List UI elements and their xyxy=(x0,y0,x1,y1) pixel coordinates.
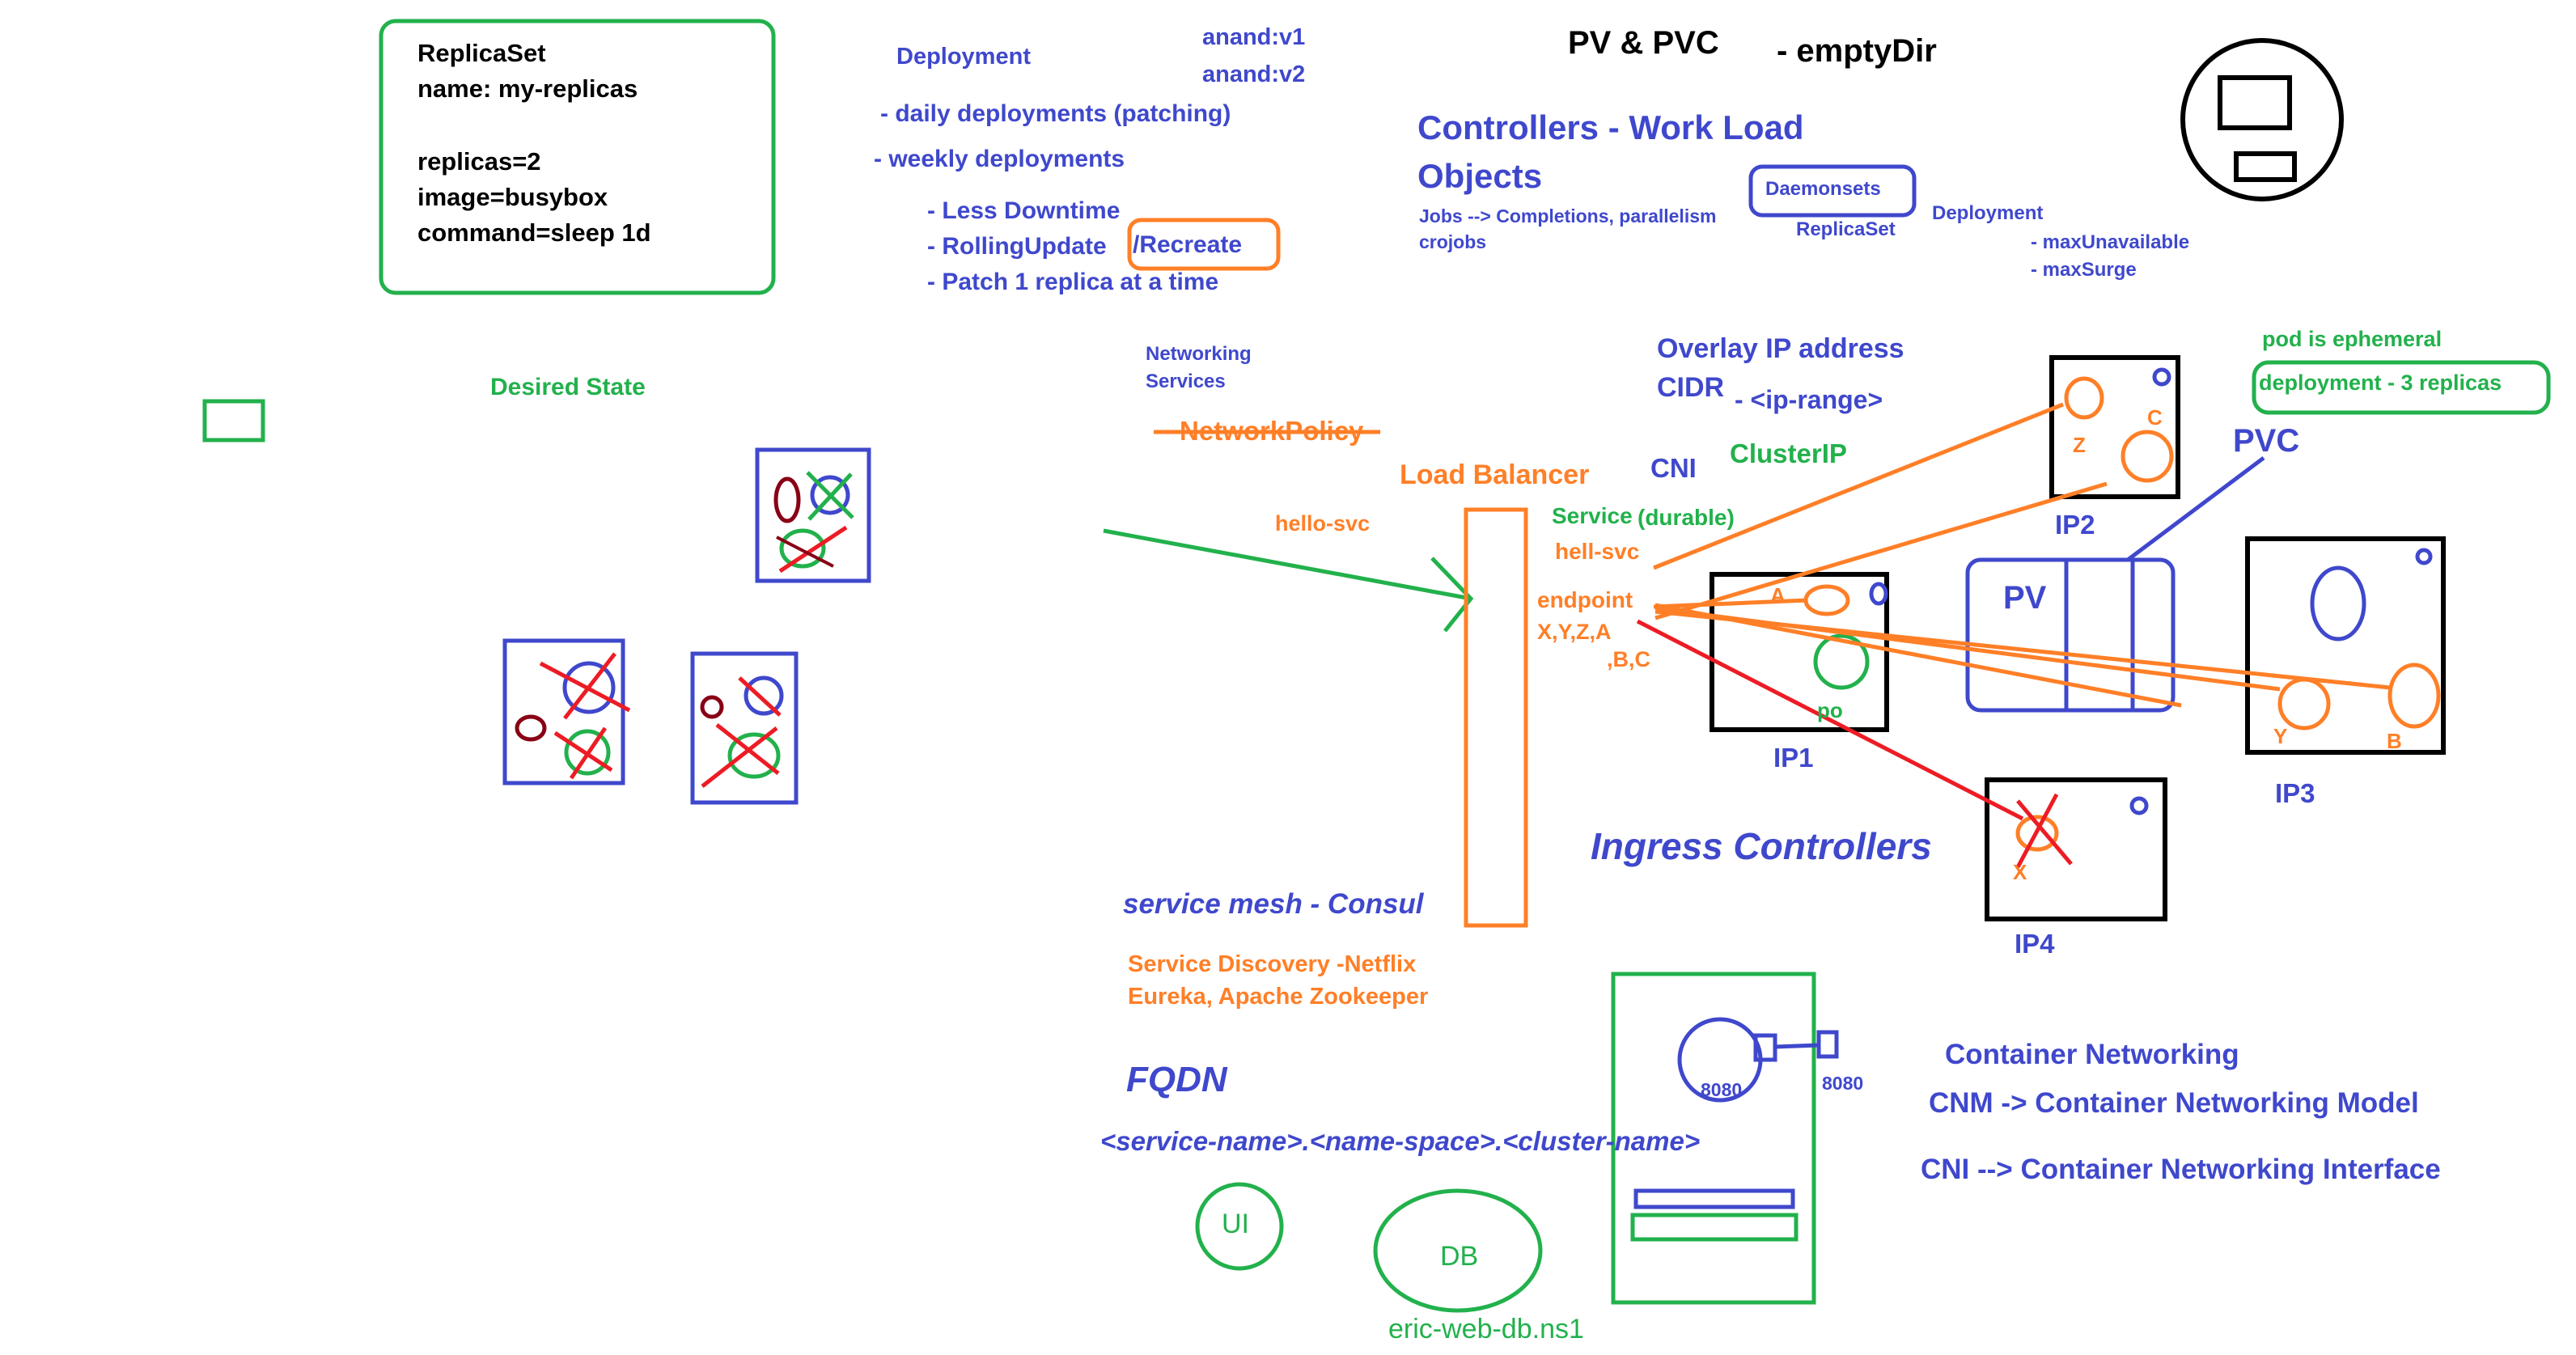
fqdn-format: <service-name>.<name-space>.<cluster-nam… xyxy=(1100,1126,1701,1156)
jobs-note: Jobs --> Completions, parallelism xyxy=(1419,205,1717,227)
pod-x-label: X xyxy=(2013,860,2027,884)
ingress-controllers-label: Ingress Controllers xyxy=(1591,825,1932,867)
image-tag-v1: anand:v1 xyxy=(1202,24,1306,50)
controllers-title-line2: Objects xyxy=(1417,157,1543,195)
pod-y-label: Y xyxy=(2273,724,2288,748)
computer-icon xyxy=(2180,38,2344,201)
ip3-label: IP3 xyxy=(2275,778,2315,808)
replicaset-controller-label: ReplicaSet xyxy=(1796,218,1896,240)
ui-service-circle xyxy=(1195,1182,1284,1271)
deployment-controller-label: Deployment xyxy=(1932,202,2044,224)
image-tag-v2: anand:v2 xyxy=(1202,61,1306,87)
cni-definition: CNI --> Container Networking Interface xyxy=(1921,1154,2441,1185)
ip4-label: IP4 xyxy=(2015,929,2055,959)
host-port-label: 8080 xyxy=(1822,1073,1864,1094)
patch-one-replica: - Patch 1 replica at a time xyxy=(927,269,1219,295)
hell-svc-label: hell-svc xyxy=(1555,539,1640,564)
pod-b-label: B xyxy=(2387,729,2402,753)
weekly-deployments: - weekly deployments xyxy=(874,146,1125,172)
daily-deployments: - daily deployments (patching) xyxy=(880,100,1231,127)
load-balancer-label: Load Balancer xyxy=(1400,459,1590,490)
service-label: Service xyxy=(1552,503,1633,528)
service-discovery-line2: Eureka, Apache Zookeeper xyxy=(1128,984,1429,1010)
replicaset-box xyxy=(379,19,776,295)
cnm-definition: CNM -> Container Networking Model xyxy=(1929,1087,2419,1119)
dead-endpoint-connector xyxy=(1636,619,2024,821)
ip2-label: IP2 xyxy=(2055,510,2095,540)
pod-box-bottom-right xyxy=(690,651,799,805)
service-discovery-line1: Service Discovery -Netflix xyxy=(1128,951,1417,977)
node-ip3-box xyxy=(2245,536,2446,755)
pod-a-label: A xyxy=(1770,583,1786,608)
cronjobs-note: crojobs xyxy=(1419,231,1487,252)
rolling-update: - RollingUpdate xyxy=(927,233,1107,260)
pv-pvc-title: PV & PVC xyxy=(1568,25,1719,61)
cidr-label: CIDR xyxy=(1657,372,1725,403)
pod-c-label: C xyxy=(2147,405,2163,430)
container-port-label: 8080 xyxy=(1701,1079,1743,1100)
pod-ephemeral-label: pod is ephemeral xyxy=(2262,327,2443,351)
container-host-box xyxy=(1611,972,1839,1305)
fqdn-title: FQDN xyxy=(1126,1060,1227,1099)
db-service-ellipse xyxy=(1373,1188,1543,1313)
arrow-to-load-balancer xyxy=(1103,528,1472,601)
hello-svc-label: hello-svc xyxy=(1275,511,1371,536)
service-durable-label: (durable) xyxy=(1638,505,1735,530)
network-policy-label: NetworkPolicy xyxy=(1180,416,1364,446)
daemonsets-label: Daemonsets xyxy=(1765,178,1881,200)
ui-label: UI xyxy=(1222,1209,1249,1239)
replicaset-title: ReplicaSet xyxy=(417,39,546,67)
pv-label: PV xyxy=(2003,580,2047,616)
pod-box-top xyxy=(755,447,871,583)
load-balancer-bar xyxy=(1464,507,1528,928)
desired-state-label: Desired State xyxy=(490,374,646,400)
container-networking-title: Container Networking xyxy=(1945,1039,2239,1070)
pod-po-label: po xyxy=(1817,698,1843,722)
cluster-ip-label: ClusterIP xyxy=(1730,438,1847,468)
max-surge: - maxSurge xyxy=(2031,259,2137,281)
pod-z-label: Z xyxy=(2073,433,2086,457)
replicaset-replicas: replicas=2 xyxy=(417,147,541,176)
service-mesh-label: service mesh - Consul xyxy=(1123,888,1424,920)
recreate-outline xyxy=(1127,218,1281,271)
pvc-connector xyxy=(2126,456,2265,561)
pod-box-bottom-left xyxy=(502,638,631,785)
pv-box xyxy=(1965,557,2176,713)
endpoint-label: endpoint xyxy=(1537,587,1633,612)
replicaset-name: name: my-replicas xyxy=(417,74,638,103)
deployment-replicas-outline xyxy=(2252,360,2551,415)
deployment-replicas-label: deployment - 3 replicas xyxy=(2259,371,2502,395)
replicaset-image: image=busybox xyxy=(417,183,608,211)
services-label: Services xyxy=(1146,371,1226,392)
recreate-strategy: /Recreate xyxy=(1133,231,1243,258)
ip-range-label: - <ip-range> xyxy=(1735,385,1883,414)
db-name-label: eric-web-db.ns1 xyxy=(1388,1314,1584,1344)
endpoint-list-line2: ,B,C xyxy=(1607,647,1650,671)
endpoint-connectors xyxy=(1653,402,2391,708)
controllers-title-line1: Controllers - Work Load xyxy=(1417,108,1804,146)
daemonsets-outline xyxy=(1748,164,1917,218)
cni-label: CNI xyxy=(1650,453,1697,483)
max-unavailable: - maxUnavailable xyxy=(2031,231,2190,253)
overlay-ip-label: Overlay IP address xyxy=(1657,333,1904,364)
db-label: DB xyxy=(1440,1241,1479,1272)
pvc-label: PVC xyxy=(2233,423,2300,459)
endpoint-list-line1: X,Y,Z,A xyxy=(1537,620,1612,644)
deployment-title: Deployment xyxy=(896,44,1031,70)
node-ip2-box xyxy=(2049,355,2180,499)
less-downtime: - Less Downtime xyxy=(927,197,1121,224)
small-green-rect xyxy=(202,399,265,442)
networking-label: Networking xyxy=(1146,343,1252,365)
replicaset-command: command=sleep 1d xyxy=(417,218,651,247)
emptydir-note: - emptyDir xyxy=(1777,33,1937,69)
node-ip4-box xyxy=(1985,777,2167,921)
ip1-label: IP1 xyxy=(1773,743,1814,773)
